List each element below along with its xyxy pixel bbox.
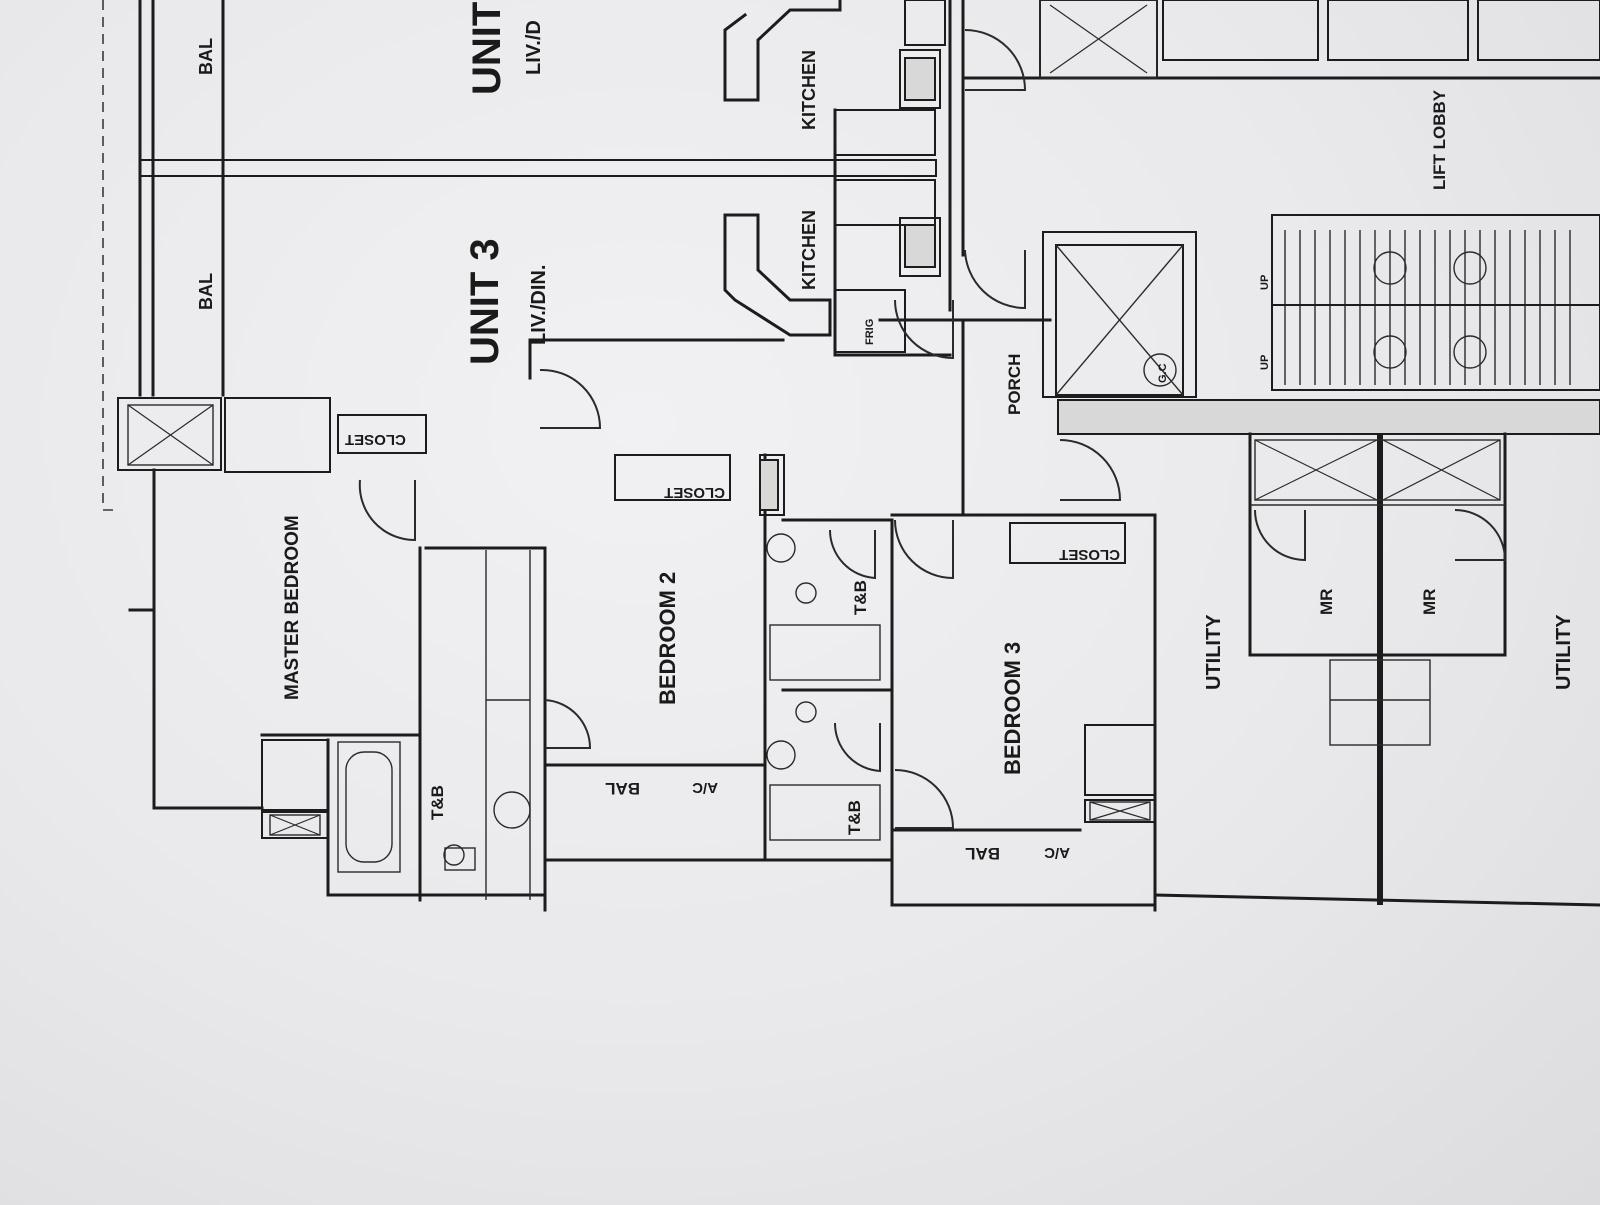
stair-treads [1272,230,1600,385]
label-utility-right: UTILITY [1553,614,1575,690]
label-unit3-sub: LIV./DIN. [528,265,550,345]
label-bal-bed2: BAL [605,779,640,798]
boundary-dashed [102,0,118,511]
label-bal-bed3: BAL [965,844,1000,863]
label-unit-top: UNIT [465,2,509,95]
label-closet-bed3: CLOSET [1059,546,1120,563]
label-tb-upper: T&B [851,580,870,615]
label-bedroom3: BEDROOM 3 [1000,642,1025,775]
label-kitchen-unit3: KITCHEN [799,210,819,290]
label-porch: PORCH [1005,354,1024,415]
label-closet-bed2: CLOSET [664,484,725,501]
door-swings [358,29,1507,829]
label-unit3: UNIT 3 [463,238,507,365]
label-mr-left: MR [1317,589,1336,615]
label-ac-bed3: A/C [1044,844,1070,861]
label-ac-bed2: A/C [692,779,718,796]
room-labels: UNIT LIV./D UNIT 3 LIV./DIN. BAL BAL KIT… [196,2,1575,863]
label-tb-master: T&B [428,785,447,820]
label-gc: G.C [1157,363,1169,383]
walls [117,0,1600,912]
label-bal-top: BAL [196,38,216,75]
label-bal-unit3: BAL [196,273,216,310]
gas-cylinder-symbol [1143,353,1177,387]
label-master-bedroom: MASTER BEDROOM [282,515,303,700]
label-kitchen-top: KITCHEN [799,50,819,130]
label-tb-lower: T&B [845,800,864,835]
label-bedroom2: BEDROOM 2 [655,572,680,705]
label-mr-right: MR [1420,589,1439,615]
label-lift-lobby: LIFT LOBBY [1430,89,1449,190]
label-unit-top-sub: LIV./D [523,20,545,75]
label-utility-left: UTILITY [1203,614,1225,690]
label-fridge: FRIG [864,319,876,345]
label-up-1: UP [1259,275,1271,290]
label-up-2: UP [1259,355,1271,370]
label-closet-unit3: CLOSET [345,431,406,448]
